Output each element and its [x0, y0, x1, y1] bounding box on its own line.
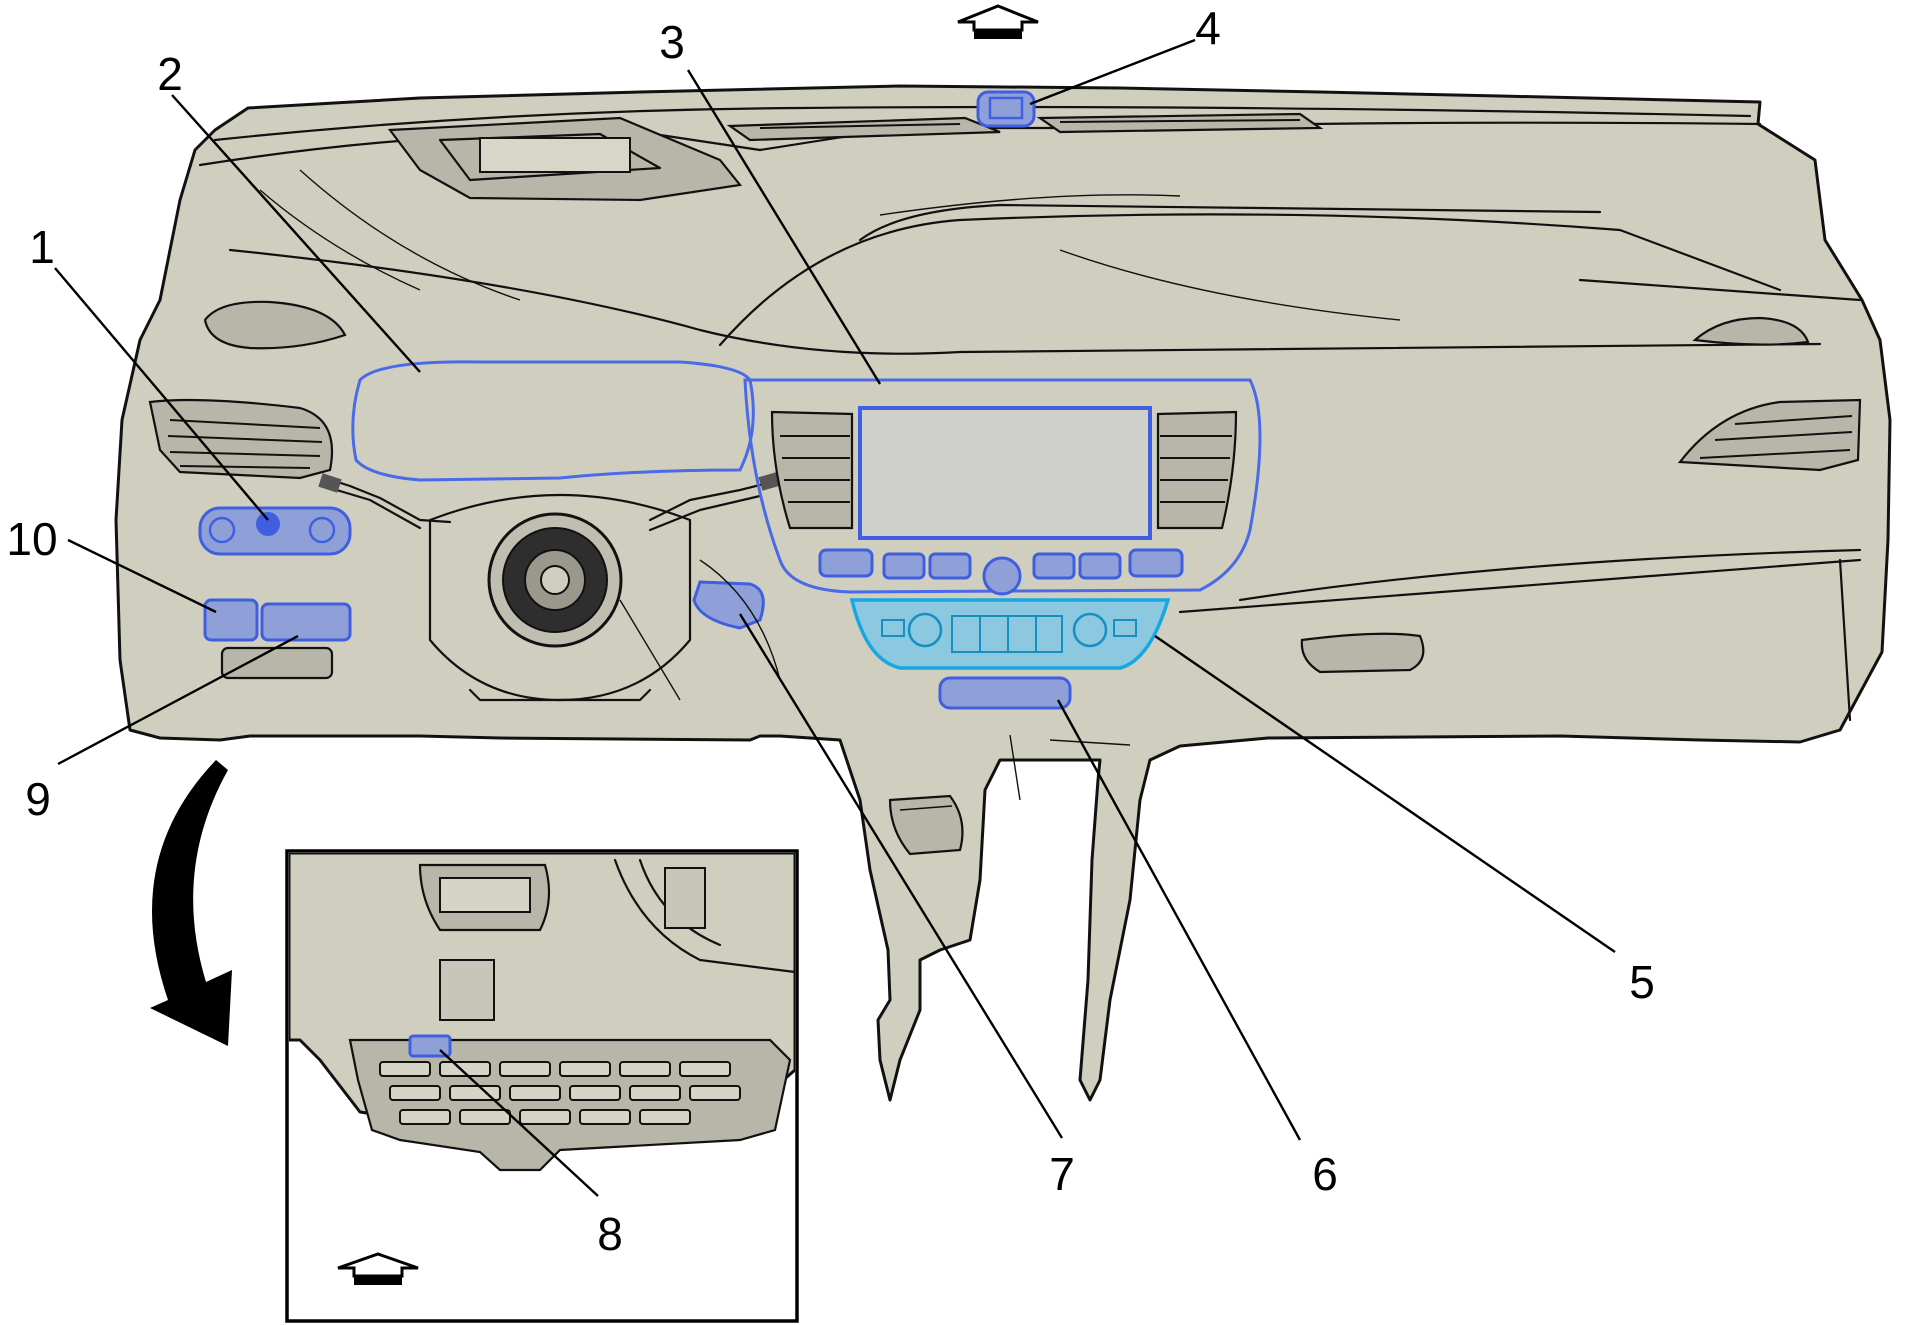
leader-lines: [54, 38, 1616, 1197]
center-stack-radio-display: [743, 378, 1262, 596]
left-air-vent: [148, 398, 334, 480]
instrument-cluster: [351, 360, 755, 482]
center-switch-bank: [938, 676, 1072, 710]
callout-3: 3: [659, 16, 685, 68]
callout-1: 1: [29, 221, 55, 273]
callout-labels: 1 2 3 4 5 6 7 8 9 10: [6, 2, 1654, 1260]
curved-arrow-icon: [150, 760, 232, 1046]
callout-6: 6: [1312, 1148, 1338, 1200]
right-air-vent: [1677, 398, 1862, 472]
cupholder: [888, 794, 964, 856]
callout-4: 4: [1195, 2, 1221, 54]
left-side-vent-top: [203, 300, 347, 350]
callout-7: 7: [1049, 1148, 1075, 1200]
driver-switch-left: [203, 598, 259, 642]
storage-pocket: [220, 646, 334, 680]
instrument-panel: [114, 84, 1892, 1102]
callout-9: 9: [25, 773, 51, 825]
hvac-control-module: [849, 598, 1171, 670]
forward-arrow-icon: [957, 4, 1039, 39]
detail-inset: [285, 849, 799, 1323]
driver-switch-bank: [260, 602, 352, 642]
callout-10: 10: [6, 513, 57, 565]
inset-forward-arrow-icon: [337, 1252, 419, 1285]
callout-8: 8: [597, 1208, 623, 1260]
glovebox-handle: [1300, 632, 1425, 674]
callout-2: 2: [157, 48, 183, 100]
right-side-vent-top: [1692, 316, 1810, 346]
callout-5: 5: [1629, 956, 1655, 1008]
defrost-vent: [726, 112, 1324, 142]
headlamp-switch: [198, 506, 352, 556]
steering-column: [428, 493, 692, 702]
ambient-light-sensor: [976, 90, 1036, 128]
start-stop-switch: [692, 580, 765, 630]
